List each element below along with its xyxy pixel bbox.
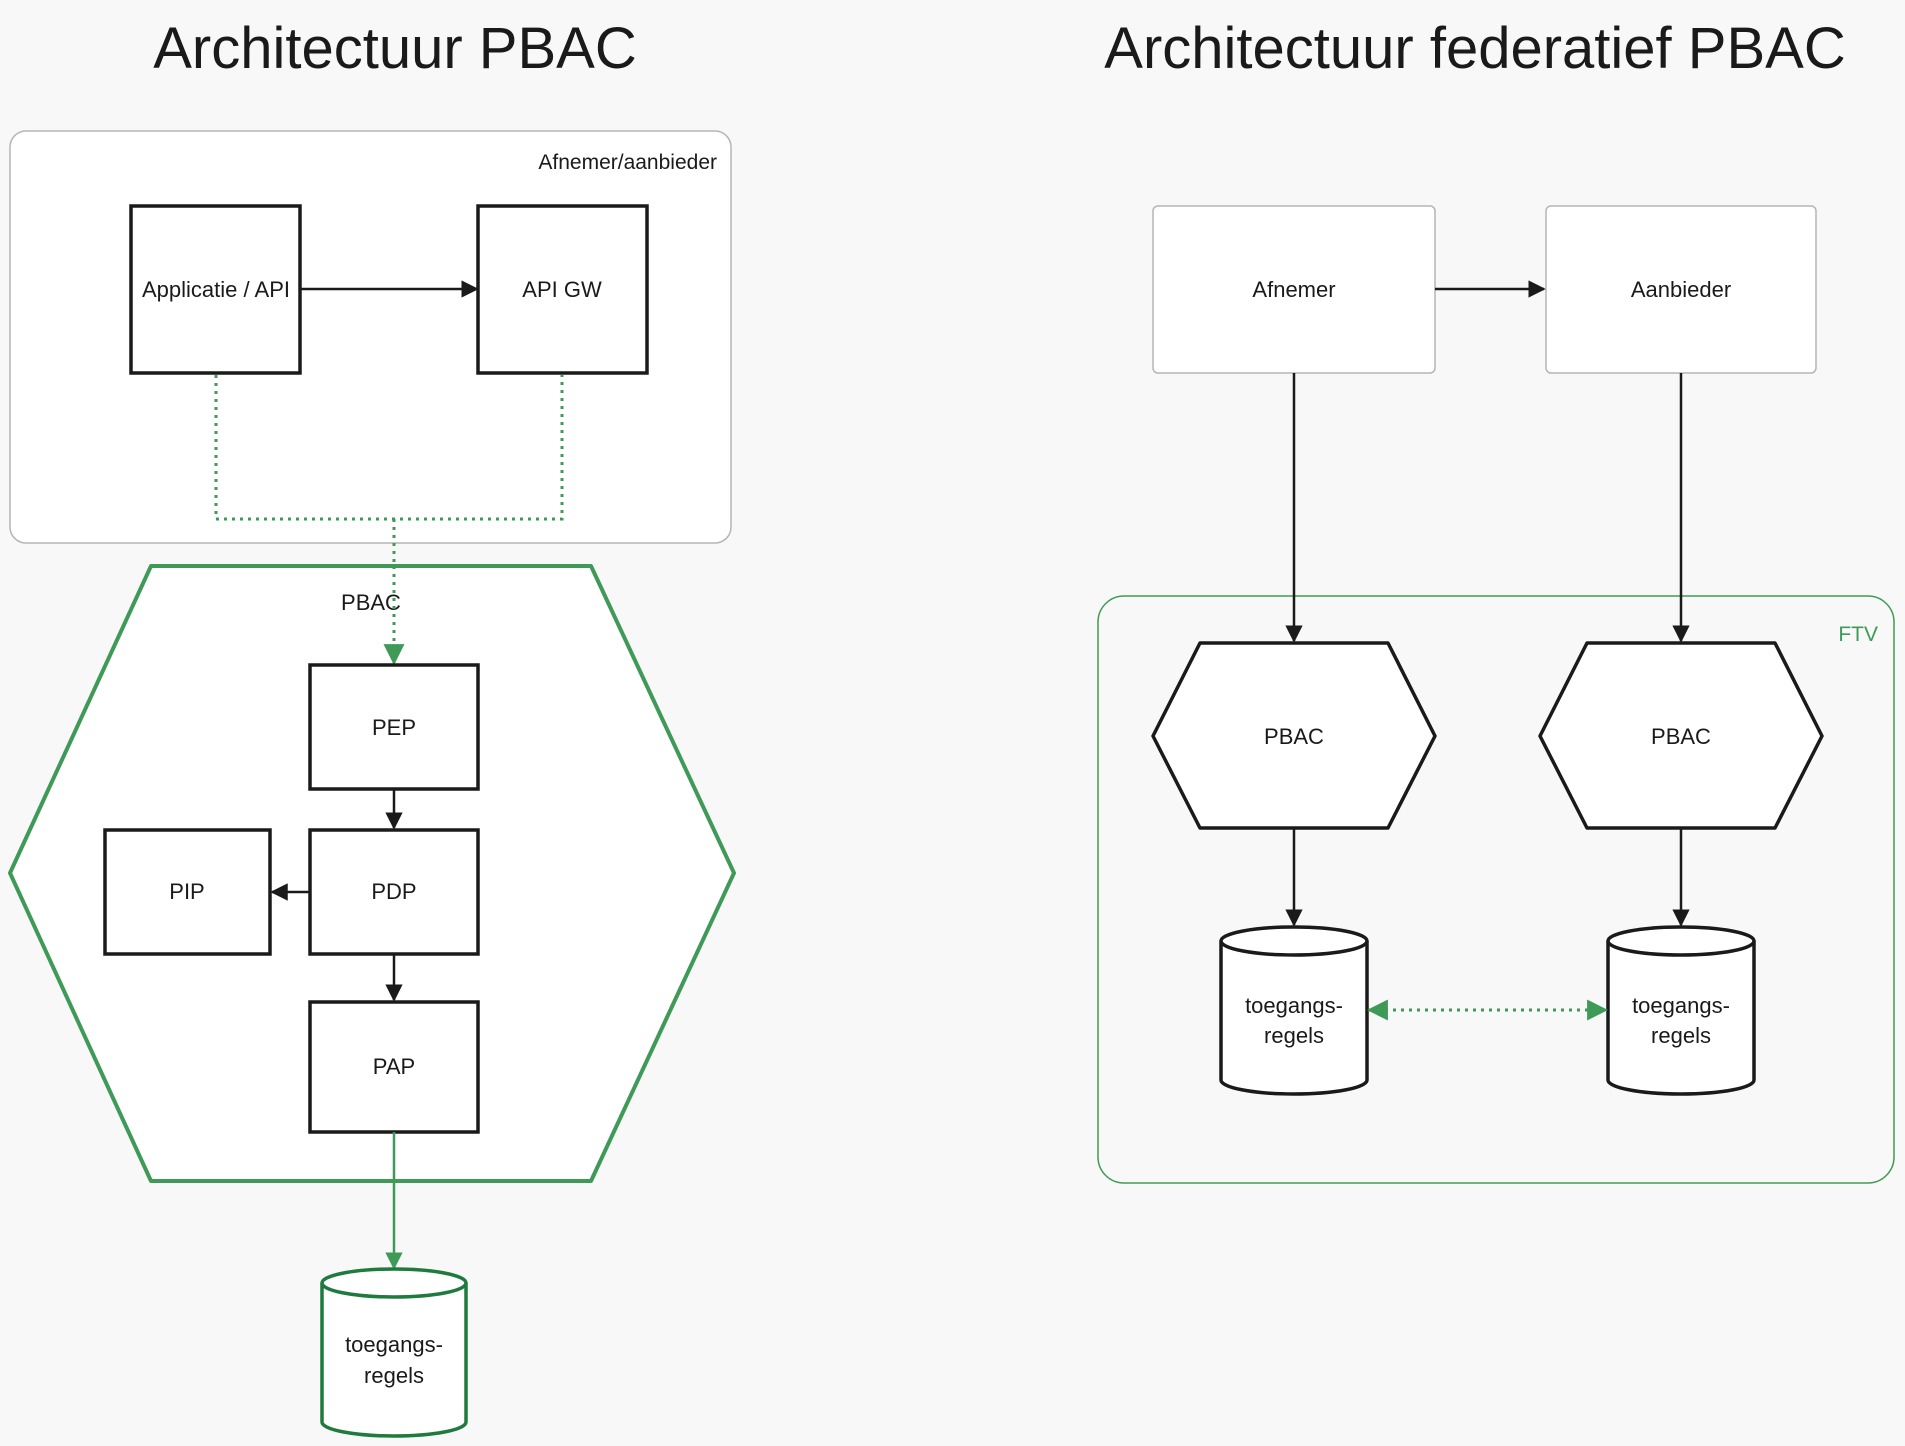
afnemer-aanbieder-label: Afnemer/aanbieder (538, 151, 717, 174)
api-gw-label: API GW (522, 277, 602, 302)
right-title: Architectuur federatief PBAC (1104, 16, 1845, 81)
left-title: Architectuur PBAC (153, 16, 637, 81)
right-store-right-line2: regels (1651, 1023, 1711, 1048)
right-store-left-cylinder (1219, 925, 1369, 1096)
left-store-line2: regels (364, 1363, 424, 1388)
pbac-left-label: PBAC (1264, 724, 1324, 749)
left-store-cylinder (320, 1267, 468, 1438)
aanbieder-label: Aanbieder (1631, 277, 1731, 302)
pbac-right-hexagon (1538, 641, 1824, 830)
pap-label: PAP (373, 1054, 415, 1079)
pip-label: PIP (169, 879, 204, 904)
ftv-label: FTV (1838, 623, 1878, 646)
pap-box (308, 1000, 480, 1134)
right-store-left-line1: toegangs- (1245, 993, 1343, 1018)
pbac-right-label: PBAC (1651, 724, 1711, 749)
right-store-right-cylinder (1606, 925, 1756, 1096)
ftv-container (1097, 595, 1895, 1184)
pbac-label: PBAC (341, 590, 401, 615)
left-store-line1: toegangs- (345, 1332, 443, 1357)
pbac-left-hexagon (1151, 641, 1437, 830)
afnemer-label: Afnemer (1252, 277, 1335, 302)
right-store-right-line1: toegangs- (1632, 993, 1730, 1018)
pep-label: PEP (372, 715, 416, 740)
dotted-connector-top (214, 375, 564, 521)
pdp-box (308, 828, 480, 956)
applicatie-api-box (129, 204, 302, 375)
pdp-label: PDP (371, 879, 416, 904)
applicatie-api-label: Applicatie / API (142, 277, 290, 302)
api-gw-box (476, 204, 649, 375)
right-store-left-line2: regels (1264, 1023, 1324, 1048)
pip-box (103, 828, 272, 956)
pep-box (308, 663, 480, 791)
